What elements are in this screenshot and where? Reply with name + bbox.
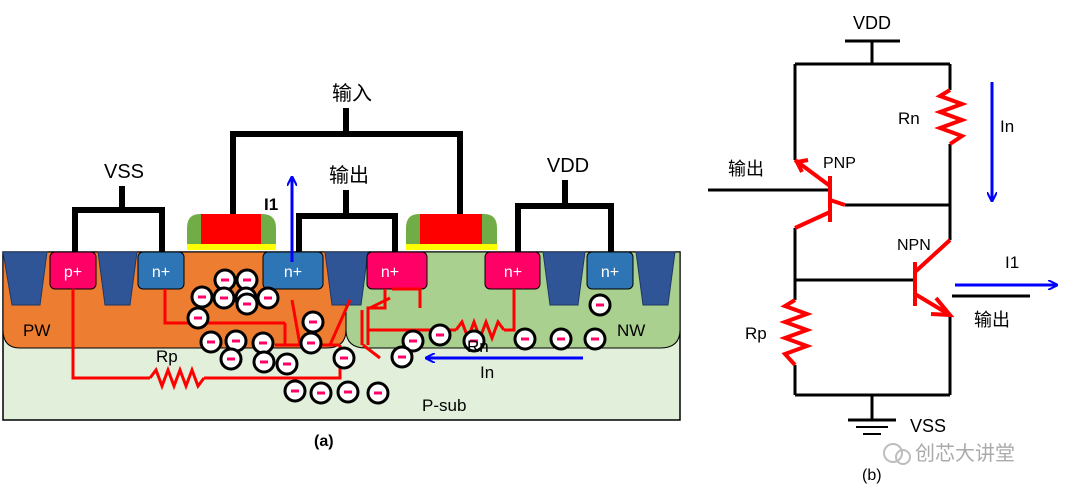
electron-minus-sign bbox=[409, 339, 417, 343]
vss-label: VSS bbox=[104, 161, 144, 183]
i1-label-b: I1 bbox=[1005, 253, 1019, 272]
sti-trench bbox=[2, 251, 48, 306]
electron-minus-sign bbox=[436, 333, 444, 337]
i1-label: I1 bbox=[264, 195, 278, 214]
sti-trench bbox=[97, 251, 138, 306]
electron-minus-sign bbox=[243, 278, 251, 282]
electron-minus-sign bbox=[207, 340, 215, 344]
parasitic-circuit bbox=[71, 287, 516, 391]
vss-label-b: VSS bbox=[910, 416, 946, 436]
electron-minus-sign bbox=[243, 302, 251, 306]
psub-label: P-sub bbox=[422, 396, 466, 415]
p-plus-label: p+ bbox=[64, 264, 82, 281]
caption-b: (b) bbox=[862, 467, 882, 484]
rn-label-b: Rn bbox=[898, 109, 920, 128]
output-label: 输出 bbox=[329, 164, 369, 187]
rp-resistor bbox=[779, 298, 813, 367]
pmos-gate-poly bbox=[420, 214, 482, 244]
wechat-icon bbox=[895, 449, 911, 465]
electron-minus-sign bbox=[291, 389, 299, 393]
npn-transistor bbox=[913, 238, 955, 318]
pnp-transistor bbox=[793, 158, 846, 230]
in-label: In bbox=[480, 363, 494, 382]
rp-label-b: Rp bbox=[745, 324, 767, 343]
electron-minus-sign bbox=[374, 391, 382, 395]
p-plus-label: n+ bbox=[381, 264, 399, 281]
electron-minus-sign bbox=[317, 391, 325, 395]
electron-minus-sign bbox=[283, 362, 291, 366]
pw-label: PW bbox=[23, 321, 50, 340]
rp-label: Rp bbox=[156, 347, 178, 366]
electron-carriers bbox=[186, 268, 612, 405]
electron-minus-sign bbox=[307, 341, 315, 345]
electron-minus-sign bbox=[591, 337, 599, 341]
output-label-left: 输出 bbox=[728, 159, 764, 179]
electron-minus-sign bbox=[344, 390, 352, 394]
vdd-label-b: VDD bbox=[853, 13, 891, 33]
electron-minus-sign bbox=[232, 339, 240, 343]
n-plus-label: n+ bbox=[284, 264, 302, 281]
electron-minus-sign bbox=[260, 360, 268, 364]
electron-minus-sign bbox=[194, 316, 202, 320]
input-label: 输入 bbox=[332, 82, 372, 105]
sti-trench bbox=[635, 251, 676, 306]
electron-minus-sign bbox=[521, 337, 529, 341]
nw-label: NW bbox=[617, 321, 645, 340]
electron-minus-sign bbox=[557, 337, 565, 341]
electron-minus-sign bbox=[227, 357, 235, 361]
panel-a: p+ n+ n+ n+ n+ n+ 输入 输出 VSS bbox=[2, 82, 681, 450]
n-plus-label: n+ bbox=[601, 264, 619, 281]
nmos-gate-oxide bbox=[187, 244, 276, 250]
nmos-gate-poly bbox=[201, 214, 261, 244]
electron-minus-sign bbox=[221, 278, 229, 282]
panel-b: VDD Rn In PNP 输出 NPN I1 输出 Rp VSS (b) bbox=[708, 13, 1056, 484]
in-label-b: In bbox=[1000, 117, 1014, 136]
electron-minus-sign bbox=[340, 356, 348, 360]
electron-minus-sign bbox=[596, 303, 604, 307]
electron-minus-sign bbox=[470, 339, 478, 343]
npn-label: NPN bbox=[897, 237, 931, 254]
n-plus-label: n+ bbox=[152, 264, 170, 281]
electron-minus-sign bbox=[398, 355, 406, 359]
metal-interconnect bbox=[72, 108, 614, 252]
ground-symbol bbox=[856, 426, 888, 435]
sti-trench bbox=[542, 251, 586, 306]
circuit-wires bbox=[708, 39, 1030, 422]
watermark-text: 创芯大讲堂 bbox=[915, 442, 1015, 465]
electron-minus-sign bbox=[220, 296, 228, 300]
watermark: 创芯大讲堂 bbox=[883, 442, 1015, 465]
sti-trench bbox=[324, 251, 369, 306]
rn-label: Rn bbox=[467, 337, 489, 356]
output-label-right: 输出 bbox=[974, 310, 1010, 330]
electron-minus-sign bbox=[309, 320, 317, 324]
electron-minus-sign bbox=[264, 296, 272, 300]
caption-a: (a) bbox=[314, 433, 334, 450]
pmos-gate-oxide bbox=[406, 244, 497, 250]
electron-minus-sign bbox=[259, 341, 267, 345]
pnp-label: PNP bbox=[823, 155, 856, 172]
vdd-label: VDD bbox=[547, 155, 589, 177]
rn-resistor bbox=[934, 88, 968, 146]
wechat-icon bbox=[883, 443, 903, 463]
p-plus-label: n+ bbox=[504, 264, 522, 281]
electron-minus-sign bbox=[198, 295, 206, 299]
